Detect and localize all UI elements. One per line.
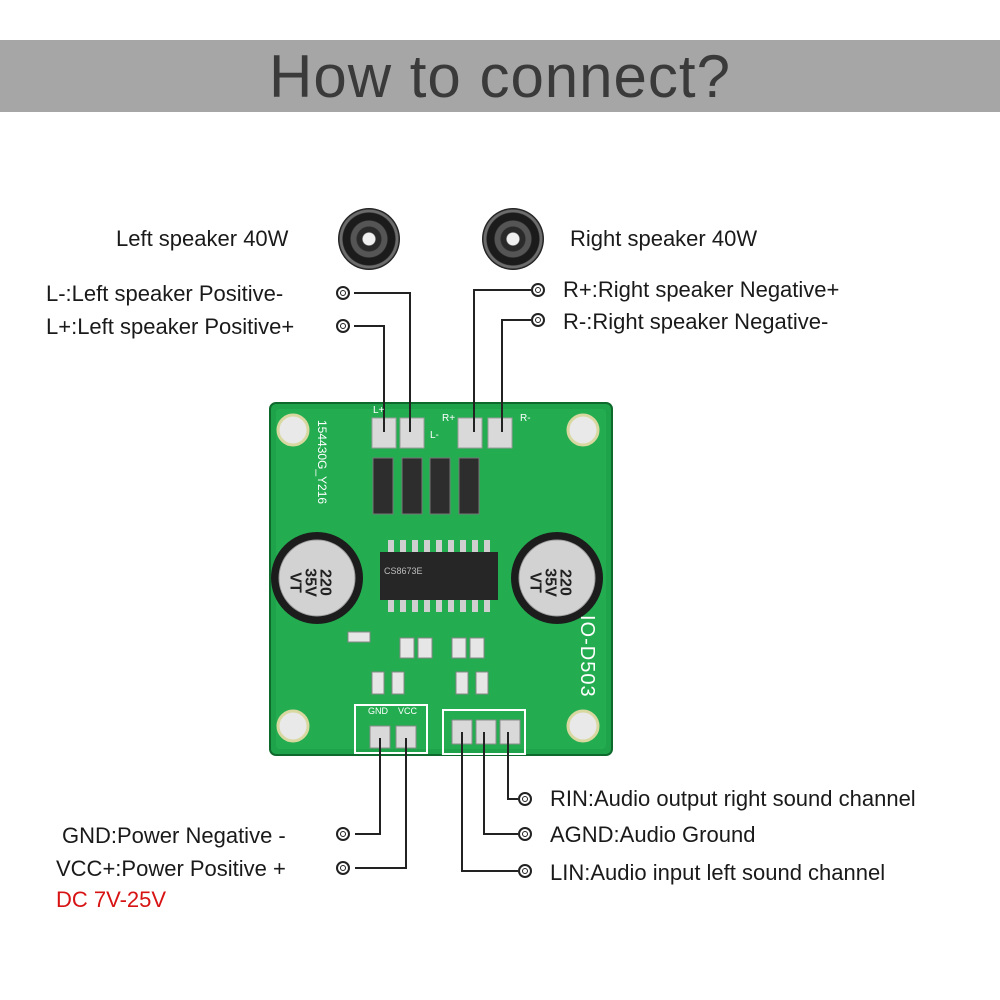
pad-l-minus: L-	[430, 430, 439, 441]
header-banner: How to connect?	[0, 40, 1000, 112]
pad-gnd: GND	[368, 706, 388, 716]
r-minus-label: R-:Right speaker Negative-	[563, 309, 829, 334]
mount-hole	[566, 413, 600, 447]
rin-label: RIN:Audio output right sound channel	[550, 786, 916, 811]
terminal-lin-icon	[518, 864, 532, 878]
terminal-rin-icon	[518, 792, 532, 806]
right-speaker-icon	[482, 208, 544, 270]
terminal-vcc-icon	[336, 861, 350, 875]
pad-vcc: VCC	[398, 706, 418, 716]
terminal-r-plus-icon	[531, 283, 545, 297]
terminal-gnd-icon	[336, 827, 350, 841]
terminal-agnd-icon	[518, 827, 532, 841]
pad-r-plus: R+	[442, 413, 456, 424]
dc-range-label: DC 7V-25V	[56, 887, 167, 912]
board-model: IO-D503	[576, 615, 598, 698]
l-minus-label: L-:Left speaker Positive-	[46, 281, 284, 306]
pad-r-minus: R-	[520, 413, 531, 424]
lin-label: LIN:Audio input left sound channel	[550, 860, 886, 885]
l-plus-label: L+:Left speaker Positive+	[46, 314, 295, 339]
page-title: How to connect?	[269, 42, 731, 110]
gnd-label: GND:Power Negative -	[62, 823, 286, 848]
cap-right-label: 220 35V VT	[526, 568, 574, 597]
wires	[354, 289, 531, 872]
chip-label: CS8673E	[384, 566, 423, 576]
mount-hole	[276, 709, 310, 743]
terminal-r-minus-icon	[531, 313, 545, 327]
left-speaker-label: Left speaker 40W	[116, 226, 289, 251]
terminal-l-plus-icon	[336, 319, 350, 333]
board-serial: 154430G_Y216	[315, 420, 329, 505]
terminal-l-minus-icon	[336, 286, 350, 300]
vcc-label: VCC+:Power Positive +	[56, 856, 286, 881]
cap-left-label: 220 35V VT	[286, 568, 334, 597]
agnd-label: AGND:Audio Ground	[550, 822, 756, 847]
mount-hole	[566, 709, 600, 743]
r-plus-label: R+:Right speaker Negative+	[563, 277, 840, 302]
pad-l-plus: L+	[373, 405, 385, 416]
mount-hole	[276, 413, 310, 447]
left-speaker-icon	[338, 208, 400, 270]
right-speaker-label: Right speaker 40W	[570, 226, 758, 251]
